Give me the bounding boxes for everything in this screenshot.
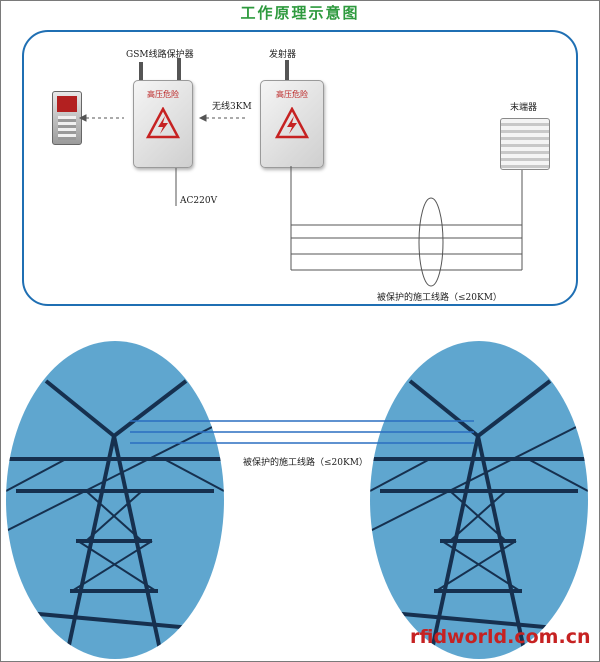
phone-signal-arrowhead [78,114,87,122]
gsm-antenna-right [177,58,181,82]
working-principle-panel [22,30,578,306]
wireless-signal-arrowhead [198,114,207,122]
watermark: rfidworld.com.cn [410,626,591,648]
gsm-protector-box: 高压危险 [133,80,193,168]
protected-line-label-bottom: 被保护的施工线路（≤20KM） [243,458,368,468]
phone-keypad [58,116,76,140]
terminal-device [500,118,550,170]
terminal-label: 末端器 [510,103,538,113]
tower-photo-right [370,341,588,659]
line-bundle-ellipse [418,197,444,287]
protected-line-label-top: 被保护的施工线路（≤20KM） [377,293,502,303]
wireless-range-label: 无线3KM [212,102,252,112]
tower-photo-left [6,341,224,659]
transmitter-box-warning-text: 高压危险 [276,90,308,99]
phone-screen [57,96,77,112]
transmitter-label: 发射器 [269,50,297,60]
gsm-antenna-left [139,62,143,82]
gsm-box-warning-text: 高压危险 [147,90,179,99]
gsm-protector-label: GSM线路保护器 [126,50,194,60]
transmitter-box: 高压危险 [260,80,324,168]
transmission-tower-icon [370,379,588,659]
high-voltage-icon [146,107,180,139]
transmitter-antenna [285,60,289,82]
transmission-tower-icon [6,379,224,659]
diagram-title: 工作原理示意图 [240,4,360,22]
high-voltage-icon [275,107,309,139]
power-label: AC220V [180,196,218,206]
mobile-phone-icon [52,91,82,145]
